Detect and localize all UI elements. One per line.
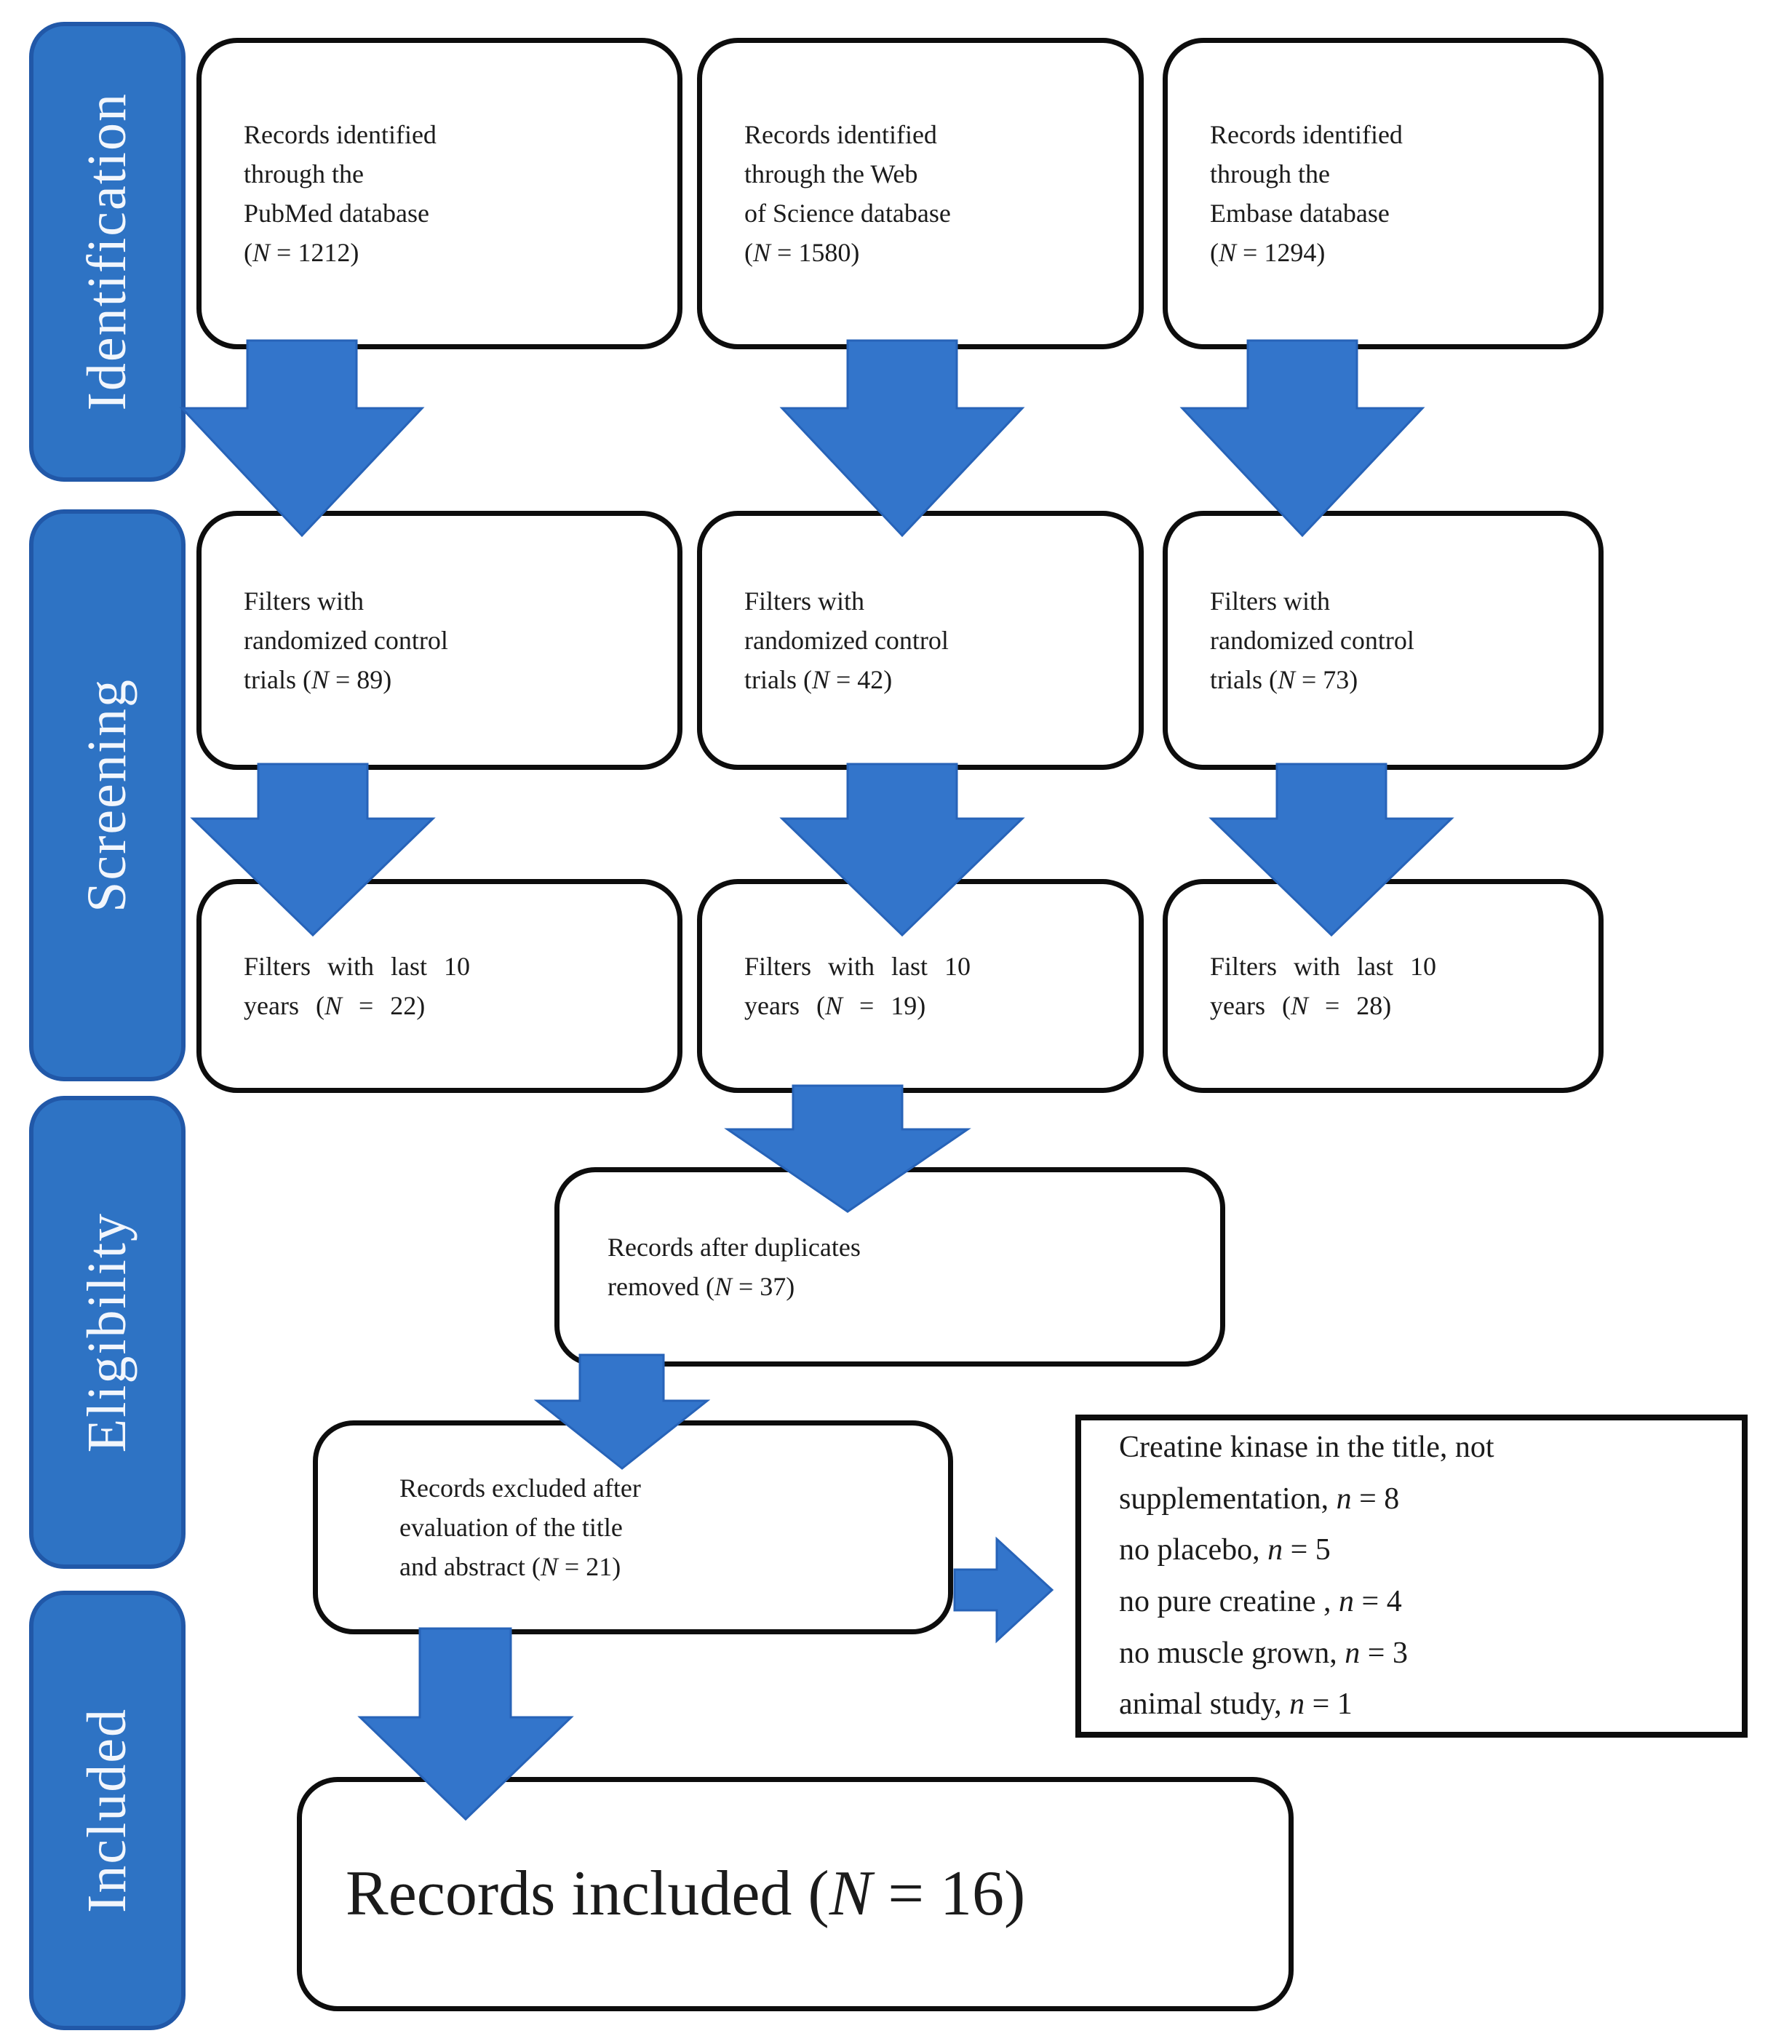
box-text: Records after duplicates removed (N = 37… xyxy=(608,1233,861,1301)
box-last10years-filter-embase: Filters with last 10 years (N = 28) xyxy=(1163,879,1604,1093)
box-text: Records identified through the Web of Sc… xyxy=(744,120,951,267)
box-text: Filters with randomized control trials (… xyxy=(244,586,448,694)
box-records-identified-web-of-science: Records identified through the Web of Sc… xyxy=(697,38,1144,349)
box-text: Filters with last 10 years (N = 19) xyxy=(744,952,971,1020)
box-rct-filter-pubmed: Filters with randomized control trials (… xyxy=(196,511,682,770)
down-arrow-pubmed-to-rct-icon xyxy=(179,339,425,538)
stage-bar-included: Included xyxy=(29,1591,186,2030)
box-text: Records included (N = 16) xyxy=(346,1858,1026,1930)
box-text: Records identified through the PubMed da… xyxy=(244,120,437,267)
box-records-included: Records included (N = 16) xyxy=(297,1777,1294,2011)
stage-label-eligibility: Eligibility xyxy=(76,1212,138,1453)
box-text: Creatine kinase in the title, not supple… xyxy=(1119,1431,1494,1722)
stage-bar-eligibility: Eligibility xyxy=(29,1096,186,1569)
box-last10years-filter-web-of-science: Filters with last 10 years (N = 19) xyxy=(697,879,1144,1093)
stage-bar-identification: Identification xyxy=(29,22,186,482)
box-text: Records excluded after evaluation of the… xyxy=(399,1474,641,1581)
box-records-excluded: Records excluded after evaluation of the… xyxy=(313,1420,953,1634)
box-last10years-filter-pubmed: Filters with last 10 years (N = 22) xyxy=(196,879,682,1093)
box-text: Records identified through the Embase da… xyxy=(1210,120,1403,267)
box-records-identified-pubmed: Records identified through the PubMed da… xyxy=(196,38,682,349)
box-text: Filters with last 10 years (N = 28) xyxy=(1210,952,1436,1020)
box-records-identified-embase: Records identified through the Embase da… xyxy=(1163,38,1604,349)
stage-bar-screening: Screening xyxy=(29,509,186,1081)
stage-label-screening: Screening xyxy=(76,678,138,912)
box-duplicates-removed: Records after duplicates removed (N = 37… xyxy=(554,1167,1225,1367)
stage-label-identification: Identification xyxy=(76,92,138,411)
down-arrow-wos-to-rct-icon xyxy=(779,339,1025,538)
box-exclusion-reasons: Creatine kinase in the title, not supple… xyxy=(1075,1415,1748,1738)
box-text: Filters with randomized control trials (… xyxy=(744,586,949,694)
box-rct-filter-embase: Filters with randomized control trials (… xyxy=(1163,511,1604,770)
box-text: Filters with last 10 years (N = 22) xyxy=(244,952,470,1020)
box-text: Filters with randomized control trials (… xyxy=(1210,586,1414,694)
box-rct-filter-web-of-science: Filters with randomized control trials (… xyxy=(697,511,1144,770)
right-arrow-to-exclusion-reasons-icon xyxy=(953,1536,1054,1644)
stage-label-included: Included xyxy=(76,1708,138,1913)
down-arrow-embase-to-rct-icon xyxy=(1179,339,1425,538)
